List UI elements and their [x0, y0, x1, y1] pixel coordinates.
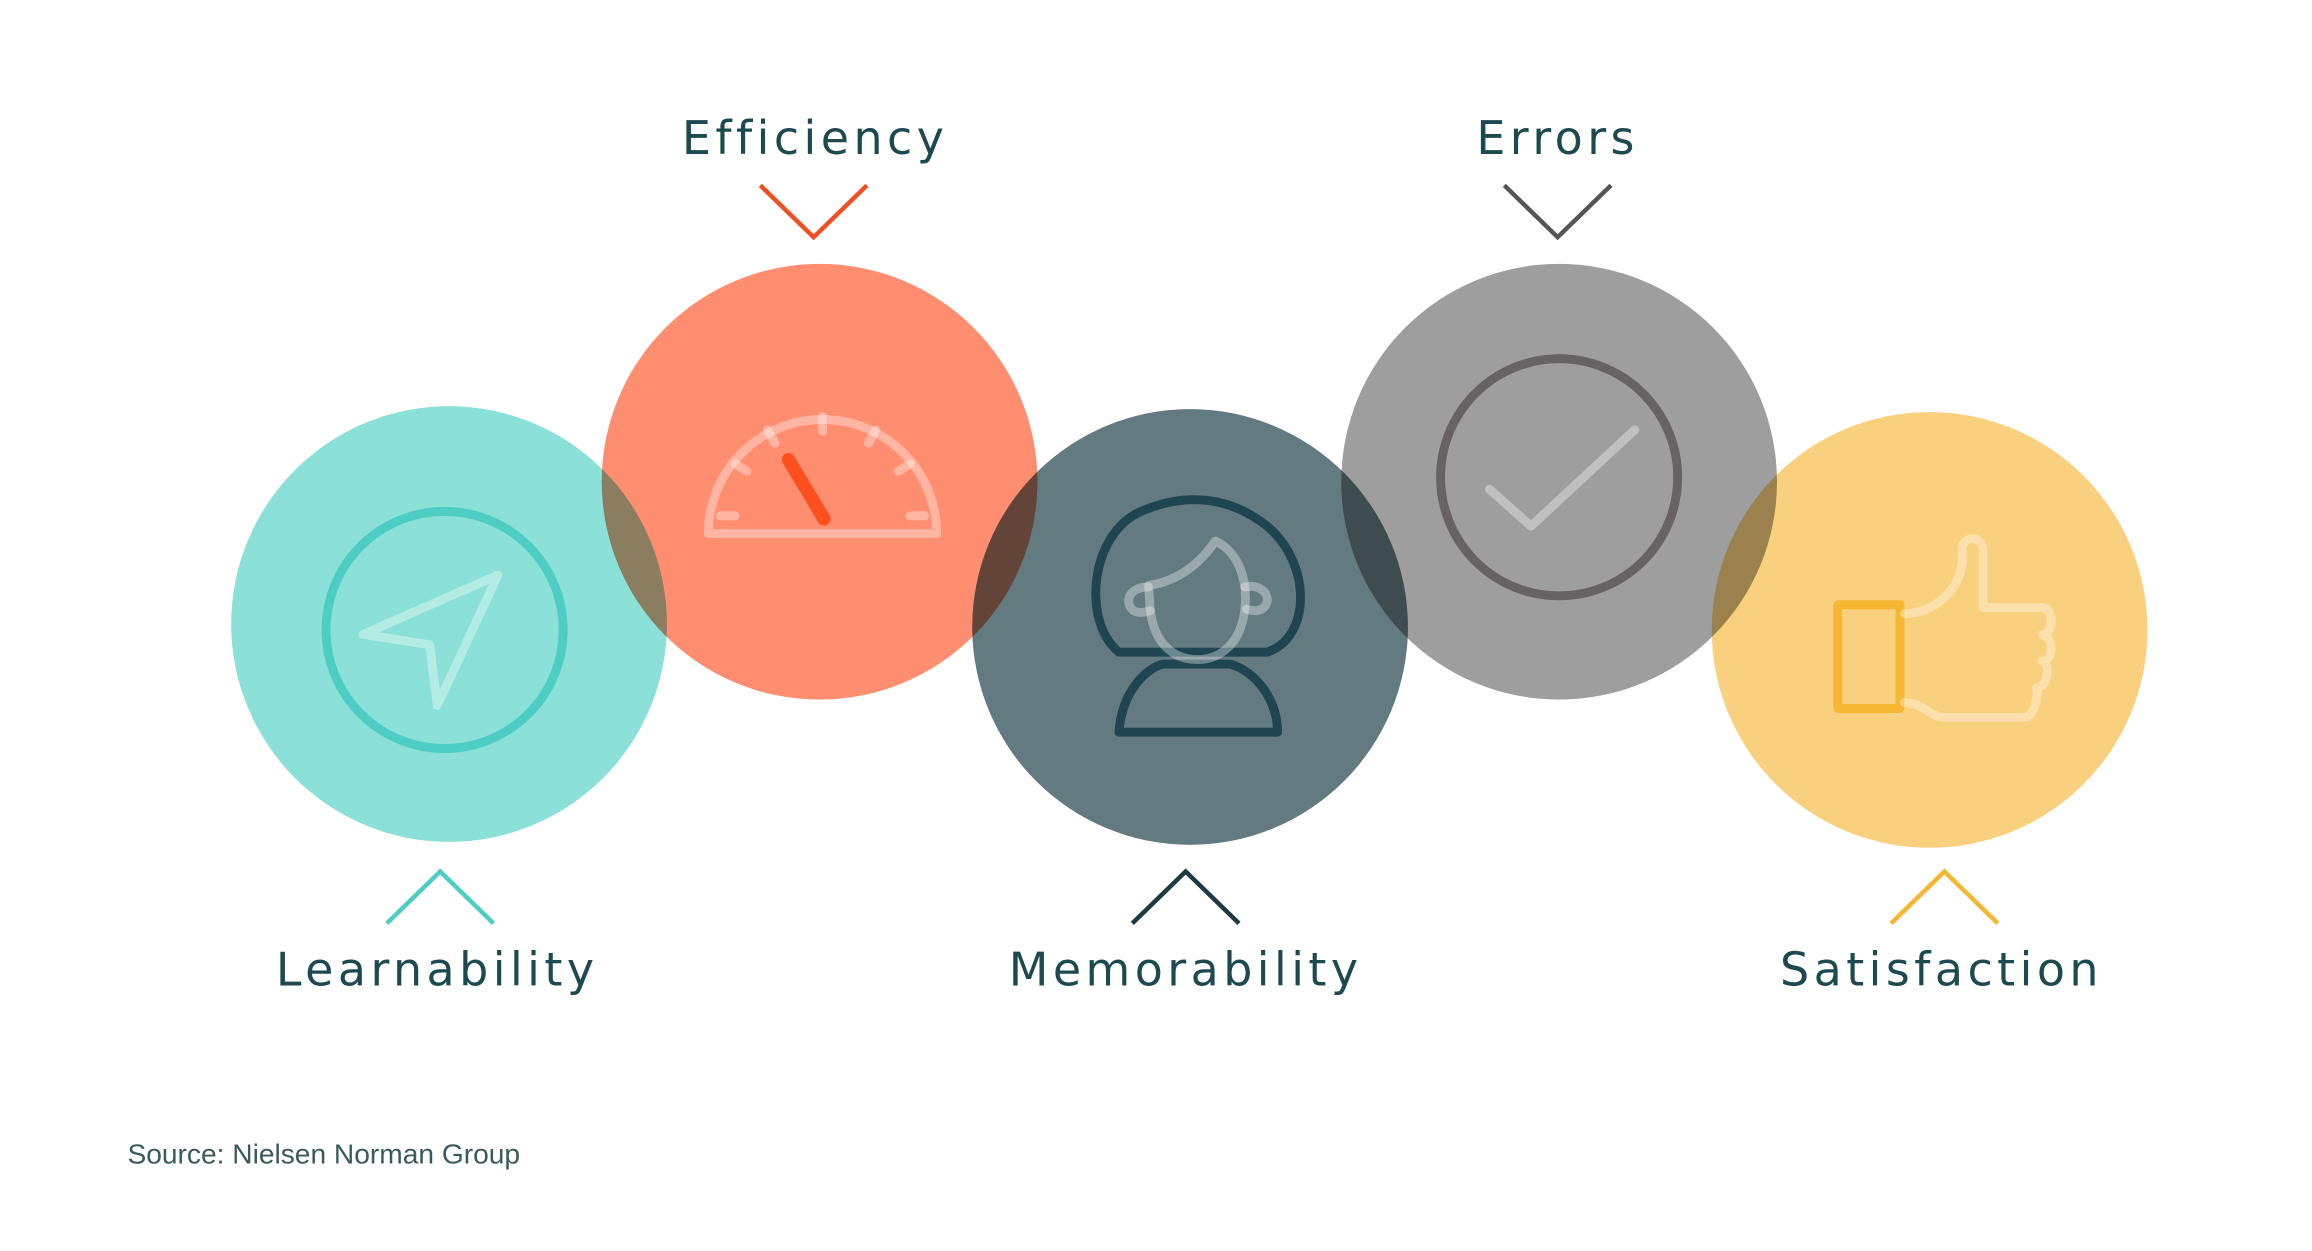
memorability-chevron [1130, 868, 1241, 925]
source-caption: Source: Nielsen Norman Group [127, 1138, 520, 1169]
memorability-label: Memorability [1009, 943, 1363, 997]
satisfaction-chevron [1889, 868, 2000, 925]
learnability-chevron [385, 868, 496, 925]
errors-circle [1341, 263, 1777, 700]
efficiency-circle [601, 263, 1038, 700]
navigation-arrow-icon [321, 506, 568, 753]
thumbs-up-icon [1833, 534, 2056, 722]
errors-chevron [1502, 183, 1613, 241]
memorability-circle [972, 409, 1408, 845]
efficiency-chevron [758, 183, 869, 241]
speedometer-icon [703, 412, 942, 539]
errors-label: Errors [1476, 111, 1639, 165]
person-icon [1091, 495, 1305, 737]
efficiency-label: Efficiency [682, 111, 948, 165]
learnability-label: Learnability [276, 943, 599, 997]
satisfaction-circle [1711, 412, 2148, 848]
satisfaction-label: Satisfaction [1780, 943, 2103, 997]
check-circle-icon [1436, 354, 1683, 601]
learnability-circle [231, 406, 667, 842]
